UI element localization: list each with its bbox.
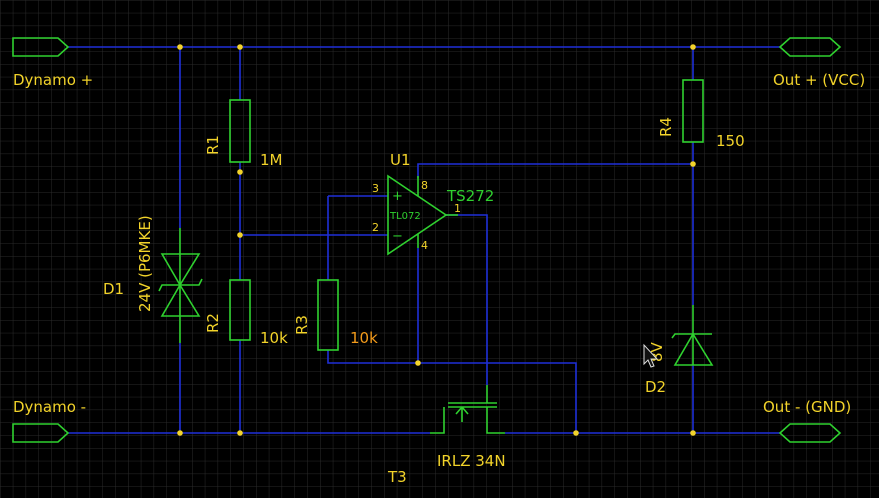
resistor-r4[interactable]: R4 150	[657, 79, 745, 150]
d1-value: 24V (P6MKE)	[136, 215, 154, 312]
resistor-r3[interactable]: R3 10k	[293, 279, 378, 351]
diode-d2[interactable]: 8V D2	[643, 305, 714, 396]
u1-pin-4: 4	[421, 239, 428, 252]
r2-ref: R2	[204, 313, 222, 333]
port-dynamo-plus-label: Dynamo +	[13, 71, 93, 89]
r4-ref: R4	[657, 117, 675, 137]
d1-ref: D1	[103, 280, 124, 298]
u1-inner-label: TL072	[389, 211, 421, 222]
r2-value: 10k	[260, 329, 288, 347]
port-out-minus[interactable]: Out - (GND)	[763, 398, 851, 443]
resistor-r2[interactable]: R2 10k	[204, 279, 288, 347]
port-out-plus[interactable]: Out + (VCC)	[773, 37, 865, 89]
port-out-minus-label: Out - (GND)	[763, 398, 851, 416]
t3-value: IRLZ 34N	[437, 452, 506, 470]
junction-dots	[177, 44, 696, 436]
opamp-u1[interactable]: U1 TS272 TL072 + − 3 2 8 4 1	[372, 151, 494, 256]
r1-value: 1M	[260, 151, 283, 169]
u1-pin-3: 3	[372, 182, 379, 195]
mosfet-t3[interactable]: IRLZ 34N T3	[387, 385, 506, 486]
r3-ref: R3	[293, 315, 311, 335]
t3-ref: T3	[387, 468, 407, 486]
diode-d1[interactable]: 24V (P6MKE) D1	[103, 215, 203, 343]
u1-minus-sign: −	[392, 229, 403, 244]
r4-value: 150	[716, 132, 745, 150]
wires	[68, 46, 780, 434]
port-dynamo-plus[interactable]: Dynamo +	[12, 37, 93, 89]
port-dynamo-minus-label: Dynamo -	[13, 398, 86, 416]
port-out-plus-label: Out + (VCC)	[773, 71, 865, 89]
r1-ref: R1	[204, 135, 222, 155]
u1-pin-2: 2	[372, 221, 379, 234]
u1-pin-1: 1	[454, 202, 461, 215]
resistor-r1[interactable]: R1 1M	[204, 99, 283, 169]
u1-value: TS272	[446, 187, 494, 205]
u1-ref: U1	[390, 151, 411, 169]
mouse-cursor-icon	[643, 343, 659, 368]
port-dynamo-minus[interactable]: Dynamo -	[12, 398, 86, 443]
d2-ref: D2	[645, 378, 666, 396]
u1-pin-8: 8	[421, 179, 428, 192]
u1-plus-sign: +	[392, 189, 403, 204]
r3-value: 10k	[350, 329, 378, 347]
